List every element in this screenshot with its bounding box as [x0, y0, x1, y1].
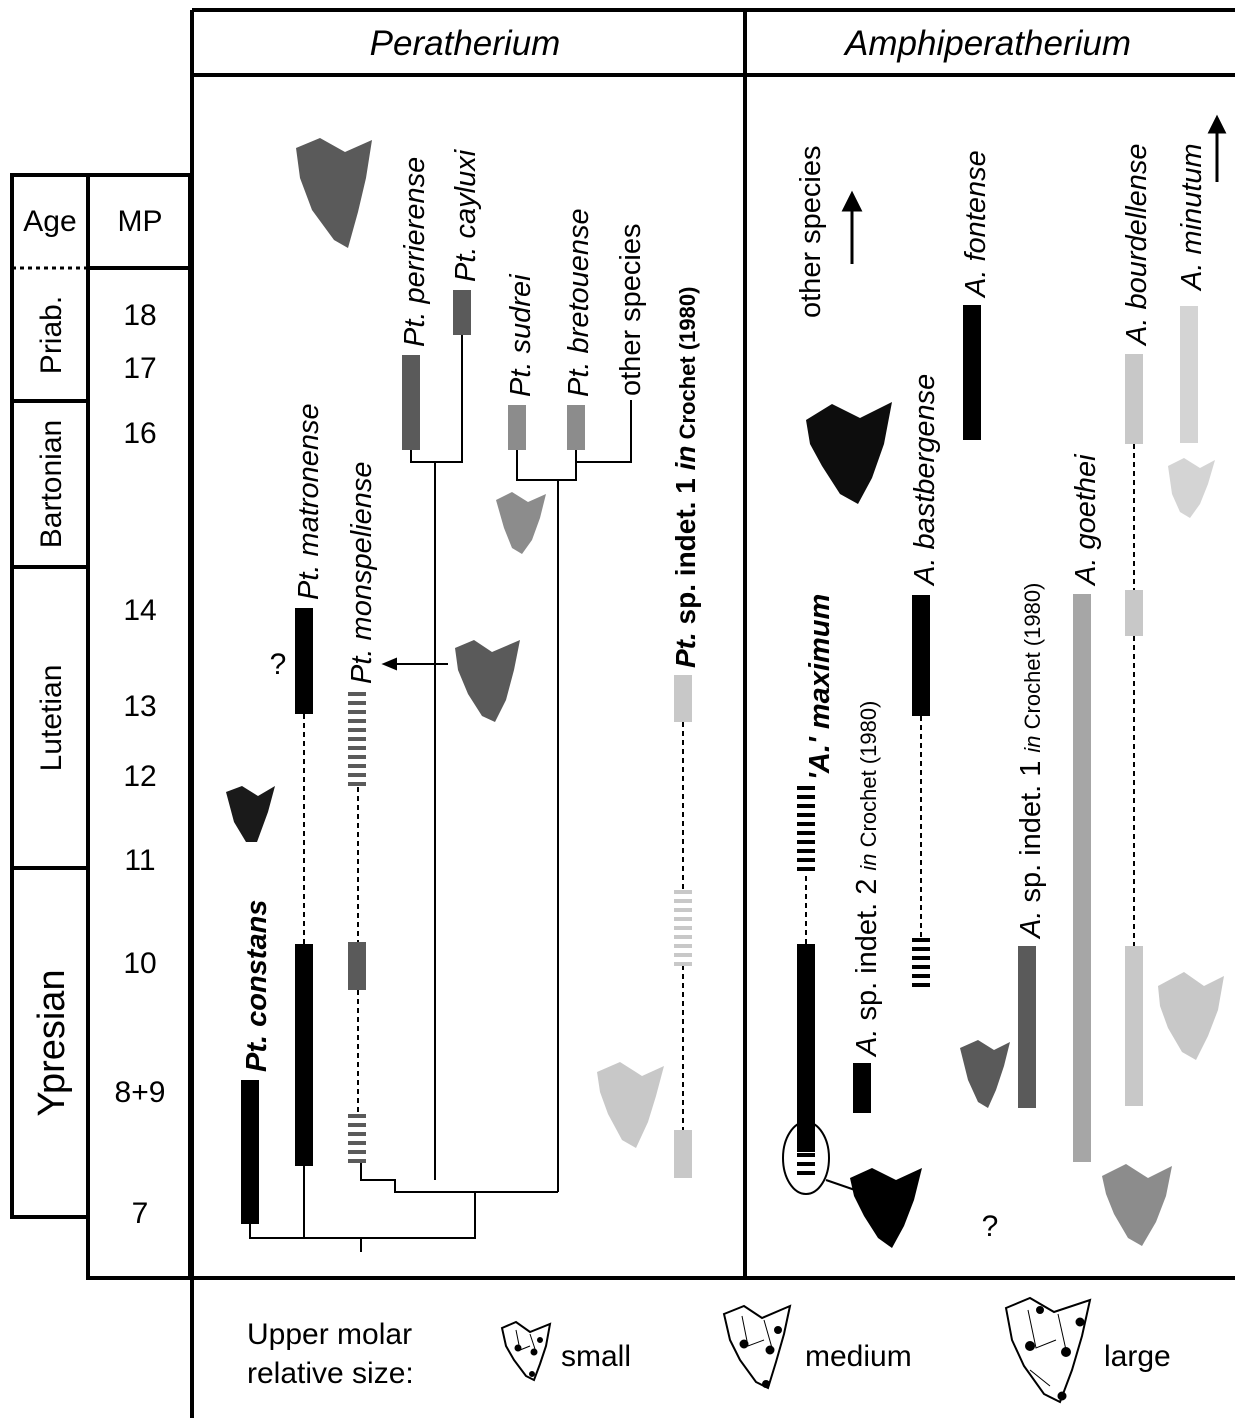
amphiperatherium-molar-silhouettes	[806, 402, 1224, 1248]
mp-level: 8+9	[115, 1076, 166, 1109]
indet1-range-bar-lower	[674, 1130, 692, 1178]
legend-title-line1: Upper molar	[247, 1318, 412, 1351]
goethei-range-bar	[1073, 594, 1091, 1162]
peratherium-hatched-segments	[348, 692, 692, 1163]
species-label-cayluxi: Pt. cayluxi	[450, 148, 482, 282]
bastbergense-range-bar	[912, 595, 930, 716]
molar-silhouette-constans	[226, 786, 275, 842]
cayluxi-range-bar	[453, 290, 471, 335]
sudrei-range-bar	[508, 405, 526, 450]
mp-level: 18	[123, 299, 156, 332]
species-label-constans: Pt. constans	[241, 900, 273, 1072]
indet1-range-bar	[1018, 946, 1036, 1108]
species-label-maximum: 'A.' maximum	[804, 594, 836, 780]
age-bartonian: Bartonian	[35, 420, 68, 548]
species-label-monspeliense: Pt. monspeliense	[346, 462, 378, 684]
molar-silhouette-indet1	[960, 1040, 1010, 1108]
age-priabonian: Priab.	[35, 296, 68, 374]
maximum-pointer-line	[825, 1179, 856, 1191]
species-label-sudrei: Pt. sudrei	[505, 273, 537, 397]
mp-level: 12	[123, 760, 156, 793]
species-label-a-indet2: A. sp. indet. 2 in Crochet (1980)	[851, 701, 883, 1058]
constans-range-bar	[241, 1080, 259, 1224]
peratherium-molar-silhouettes	[226, 138, 664, 1148]
legend-molar-medium-icon	[722, 1304, 792, 1390]
peratherium-dashed-connectors	[303, 714, 684, 1130]
legend-small-label: small	[561, 1340, 631, 1373]
matronense-range-bar	[295, 944, 313, 1166]
species-label-other-species-amph: other species	[795, 146, 827, 319]
species-label-perrierense: Pt. perrierense	[399, 157, 431, 347]
molar-silhouette-fontense	[806, 402, 892, 504]
molar-silhouette-monspeliense	[455, 640, 520, 722]
molar-silhouette-goethei	[1102, 1164, 1172, 1246]
legend-molar-large-icon	[1004, 1296, 1092, 1404]
fontense-range-bar	[963, 305, 981, 440]
mp-level: 7	[132, 1197, 149, 1230]
legend-large-label: large	[1104, 1340, 1171, 1373]
amphiperatherium-arrows	[841, 114, 1227, 264]
amphiperatherium-range-bars	[797, 305, 1198, 1162]
maximum-type-locality-circle	[782, 1121, 830, 1195]
species-label-goethei: A. goethei	[1070, 453, 1102, 587]
mp-level: 13	[123, 690, 156, 723]
mp-level: 16	[123, 417, 156, 450]
molar-silhouette-dark	[296, 138, 372, 248]
species-label-bourdellense: A. bourdellense	[1121, 143, 1153, 347]
molar-silhouette-maximum	[850, 1168, 922, 1248]
amphiperatherium-header: Amphiperatherium	[843, 24, 1131, 63]
species-label-other-species: other species	[615, 224, 647, 397]
species-label-bretouense: Pt. bretouense	[563, 208, 595, 397]
bourdellense-range-bar-mid	[1125, 590, 1143, 636]
legend-title-line2: relative size:	[247, 1357, 414, 1390]
peratherium-range-bars	[241, 290, 692, 1224]
molar-silhouette-minutum	[1168, 458, 1215, 518]
legend-molar-small-icon	[500, 1320, 552, 1382]
amphiperatherium-dashed-connectors	[805, 444, 1135, 946]
species-label-fontense: A. fontense	[960, 150, 992, 299]
indet1-range-bar-upper	[674, 675, 692, 722]
molar-silhouette-indet1	[597, 1062, 664, 1148]
indet2-range-bar	[853, 1063, 871, 1113]
mp-column-header: MP	[118, 205, 163, 238]
bretouense-range-bar	[567, 405, 585, 450]
matronense-range-bar-upper	[295, 608, 313, 714]
amphiperatherium-hatched-segments	[797, 786, 930, 1175]
chart-frames	[10, 8, 1235, 1418]
mp-level: 11	[124, 844, 155, 877]
legend-medium-label: medium	[805, 1340, 912, 1373]
mp-level: 14	[123, 594, 156, 627]
species-label-a-indet1: A. sp. indet. 1 in Crochet (1980)	[1015, 583, 1047, 940]
monspeliense-range-bar	[348, 942, 366, 990]
molar-silhouette-bourdellense	[1158, 972, 1224, 1060]
question-mark-matronense: ?	[270, 648, 287, 681]
maximum-range-bar	[797, 944, 815, 1152]
species-label-pt-indet1: Pt. sp. indet. 1 in Crochet (1980)	[670, 287, 701, 668]
perrierense-range-bar	[402, 355, 420, 450]
age-lutetian: Lutetian	[35, 665, 68, 772]
mp-level: 10	[123, 947, 156, 980]
bourdellense-range-bar-bottom	[1125, 946, 1143, 1106]
species-label-minutum: A. minutum	[1176, 143, 1208, 292]
minutum-range-bar	[1180, 306, 1198, 443]
age-column-header: Age	[23, 205, 76, 238]
bourdellense-range-bar-top	[1125, 354, 1143, 444]
question-mark-amph: ?	[982, 1210, 999, 1243]
peratherium-header: Peratherium	[370, 24, 561, 63]
species-label-matronense: Pt. matronense	[293, 403, 325, 600]
age-ypresian: Ypresian	[31, 969, 73, 1116]
peratherium-tree	[249, 335, 632, 1252]
species-label-bastbergense: A. bastbergense	[909, 374, 941, 587]
mp-level: 17	[123, 352, 156, 385]
molar-silhouette-sudrei	[496, 492, 546, 554]
